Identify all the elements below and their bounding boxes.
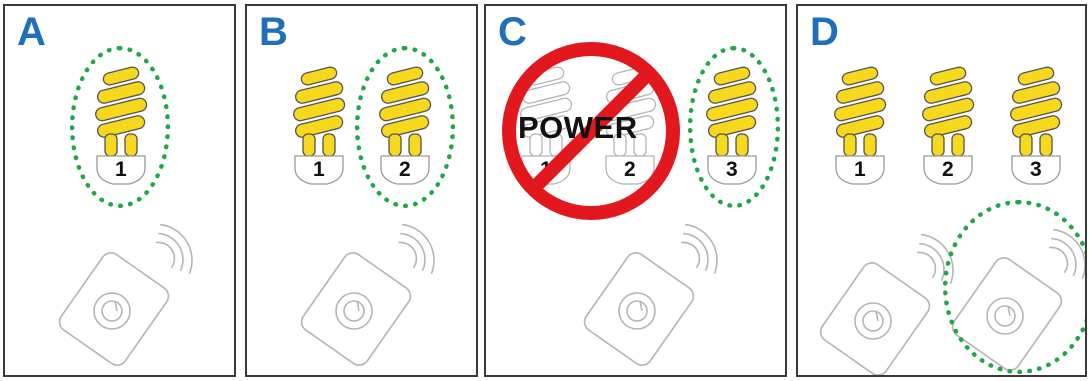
bulb-number: 1 (854, 158, 866, 182)
bulb-2: 2 (916, 64, 980, 188)
highlight-ring (355, 46, 455, 208)
panel-letter: B (259, 12, 288, 52)
bulb-1: 1 (828, 64, 892, 188)
panel-d: D 1 2 3 (796, 4, 1087, 377)
panel-a: A 1 (3, 4, 236, 377)
remote-control-icon (299, 211, 449, 371)
panel-letter: D (810, 12, 839, 52)
remote-control-icon (57, 211, 207, 371)
power-label: POWER (518, 110, 638, 146)
highlight-ring (943, 200, 1087, 374)
bulb-3: 3 (1004, 64, 1068, 188)
bulb-number: 1 (313, 158, 325, 182)
panel-letter: A (17, 12, 46, 52)
remote-control-icon (582, 211, 732, 371)
highlight-ring (70, 46, 170, 208)
panel-c: C 1 2 3 POWER (484, 4, 787, 377)
bulb-number: 3 (1030, 158, 1042, 182)
highlight-ring (688, 46, 780, 208)
panel-b: B 1 2 (245, 4, 478, 377)
bulb-number: 2 (942, 158, 954, 182)
bulb-1: 1 (287, 64, 351, 188)
